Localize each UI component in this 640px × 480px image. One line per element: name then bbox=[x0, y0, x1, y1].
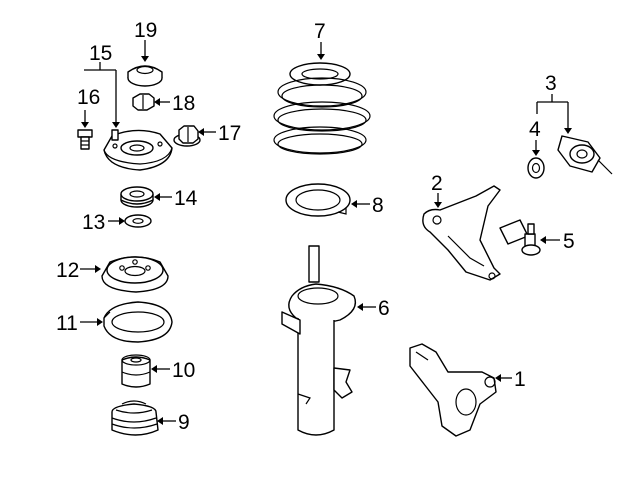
part-7-coil-spring bbox=[273, 62, 371, 155]
callout-10: 10 bbox=[172, 359, 195, 382]
part-16-mount-bolt bbox=[77, 129, 93, 150]
part-19-dust-cap bbox=[127, 65, 163, 87]
part-9-bump-stop-boot bbox=[111, 400, 159, 436]
callout-3: 3 bbox=[545, 72, 557, 95]
part-18-hex-nut bbox=[132, 93, 155, 111]
part-14-bearing bbox=[120, 186, 154, 208]
callout-18: 18 bbox=[172, 92, 195, 115]
callout-8: 8 bbox=[372, 194, 384, 217]
part-17-flange-nut bbox=[173, 125, 201, 147]
callout-14: 14 bbox=[174, 187, 198, 210]
callout-17: 17 bbox=[218, 122, 241, 145]
part-12-upper-spring-seat bbox=[101, 256, 169, 293]
callout-labels: 19 18 17 15 16 14 13 12 11 10 9 7 8 6 5 … bbox=[56, 19, 575, 434]
callout-6: 6 bbox=[378, 297, 390, 320]
part-5-ball-joint bbox=[499, 219, 541, 256]
callout-2: 2 bbox=[431, 172, 443, 195]
callout-15: 15 bbox=[89, 42, 112, 65]
callout-5: 5 bbox=[563, 230, 575, 253]
part-2-lower-control-arm bbox=[422, 185, 501, 281]
callout-19: 19 bbox=[134, 19, 157, 42]
part-1-steering-knuckle bbox=[409, 343, 497, 437]
part-4-bushing bbox=[527, 157, 545, 179]
part-15-strut-mount bbox=[103, 129, 173, 171]
callout-9: 9 bbox=[178, 411, 190, 434]
part-8-spring-insulator bbox=[285, 183, 351, 217]
callout-13: 13 bbox=[82, 211, 105, 234]
part-10-bump-stop bbox=[121, 354, 151, 388]
part-11-lower-spring-seat bbox=[103, 301, 173, 343]
callout-11: 11 bbox=[56, 312, 78, 335]
part-13-washer bbox=[124, 214, 152, 228]
callout-16: 16 bbox=[77, 86, 100, 109]
part-3-arm-bushing-bracket bbox=[557, 135, 613, 175]
part-6-strut bbox=[281, 245, 357, 436]
callout-1: 1 bbox=[514, 368, 526, 391]
leader-lines bbox=[80, 40, 572, 425]
callout-12: 12 bbox=[56, 259, 79, 282]
callout-4: 4 bbox=[529, 118, 541, 141]
callout-7: 7 bbox=[314, 20, 326, 43]
